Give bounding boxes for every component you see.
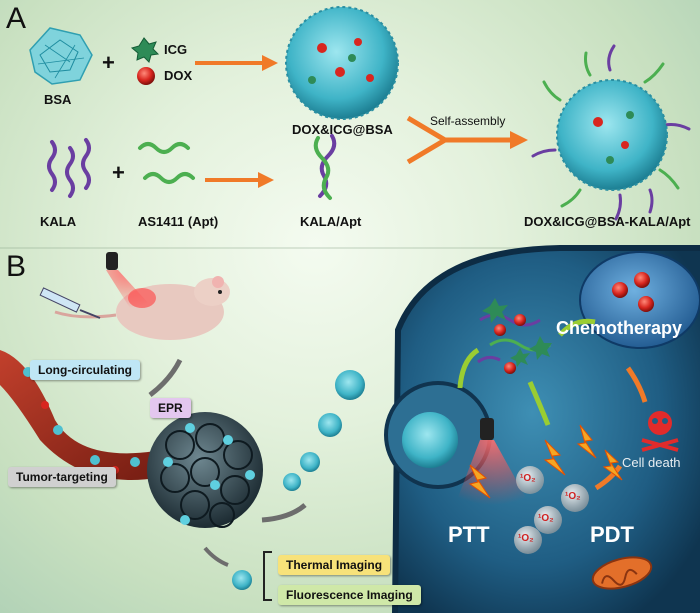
- dox-icon: [137, 67, 155, 85]
- arrow-to-nanoparticle: [195, 55, 278, 71]
- to-chemo-arrow: [558, 318, 596, 337]
- self-assembly-label: Self-assembly: [430, 114, 506, 128]
- singlet-oxygen-label: ¹O₂: [565, 491, 581, 502]
- panel-a-label: A: [6, 2, 27, 35]
- dox-label: DOX: [164, 68, 193, 83]
- singlet-oxygen-label: ¹O₂: [518, 533, 534, 544]
- release-arrow: [457, 347, 480, 389]
- to-cell-arrow: [261, 503, 307, 523]
- nucleus-dox-icon: [634, 272, 650, 288]
- skull-icon: [641, 411, 679, 452]
- mitochondria-icon: [591, 556, 653, 590]
- ptt-label: PTT: [448, 522, 490, 547]
- aptamer-icon: [138, 142, 195, 184]
- long-circulating-tag: Long-circulating: [30, 360, 140, 380]
- arrow-to-kala-apt: [205, 172, 274, 188]
- plus-sign: +: [102, 50, 115, 75]
- kala-apt-label: KALA/Apt: [300, 214, 362, 229]
- mouse-laser-icon: [106, 252, 150, 308]
- bsa-protein-icon: [29, 27, 93, 85]
- self-assembly-arrow: [406, 115, 528, 165]
- thermal-imaging-tag: Thermal Imaging: [278, 555, 391, 575]
- kala-apt-complex-icon: [313, 134, 337, 200]
- nanoparticle-label: DOX&ICG@BSA: [292, 122, 393, 137]
- to-ptt-pdt-arrow: [527, 381, 551, 426]
- singlet-oxygen-label: ¹O₂: [520, 473, 536, 484]
- blood-vessel-icon: [0, 350, 190, 480]
- to-epr-arrow: [148, 358, 183, 397]
- mouse-icon: [54, 276, 230, 340]
- released-payload-icon: [477, 298, 552, 374]
- final-label: DOX&ICG@BSA-KALA/Apt: [524, 214, 691, 229]
- dox-icg-bsa-nanoparticle: [285, 6, 399, 120]
- singlet-oxygen-label: ¹O₂: [538, 513, 554, 524]
- apt-label: AS1411 (Apt): [138, 214, 219, 229]
- bsa-label: BSA: [44, 92, 72, 107]
- icg-label: ICG: [164, 42, 188, 57]
- fluorescence-imaging-tag: Fluorescence Imaging: [278, 585, 421, 605]
- syringe-icon: [39, 287, 101, 319]
- kala-peptide-icon: [47, 138, 91, 198]
- chemo-to-death-arrow: [625, 366, 648, 403]
- pdt-to-death-arrow: [594, 464, 623, 491]
- heat-lightning-icon: [468, 424, 623, 499]
- imaging-bracket: [263, 551, 272, 601]
- nucleus-dox-icon: [638, 296, 654, 312]
- cell-death-label: Cell death: [622, 455, 681, 470]
- tumor-mass-icon: [147, 412, 263, 528]
- singlet-oxygen-icon: [514, 466, 589, 554]
- final-nanoparticle: [531, 44, 691, 221]
- endosome-icon: [384, 381, 492, 489]
- tumor-targeting-tag: Tumor-targeting: [8, 467, 116, 487]
- epr-tag: EPR: [150, 398, 191, 418]
- circulating-nanoparticle-icon: [232, 370, 365, 590]
- icg-icon: [130, 37, 160, 63]
- laser-icon: [455, 418, 530, 505]
- panel-b-label: B: [6, 250, 27, 283]
- chemotherapy-label: Chemotherapy: [556, 318, 683, 338]
- to-imaging-arrow: [203, 546, 229, 567]
- nucleus-dox-icon: [612, 282, 628, 298]
- pdt-label: PDT: [590, 522, 634, 547]
- kala-label: KALA: [40, 214, 77, 229]
- plus-sign: +: [112, 160, 125, 185]
